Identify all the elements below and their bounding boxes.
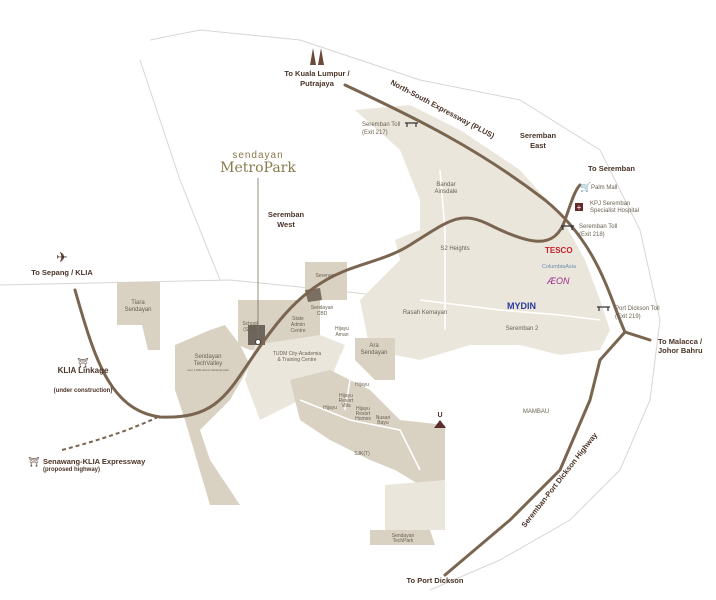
toll-exit-217: Seremban Toll (Exit 217) <box>362 122 418 136</box>
u-marker-label: U <box>437 412 442 419</box>
mydin-logo: MYDIN <box>507 301 536 311</box>
svg-text:State: State <box>292 316 304 322</box>
svg-text:Nusari: Nusari <box>376 415 390 421</box>
shopping-cart-icon: 🛒 <box>580 181 591 192</box>
direction-johor-bahru: Johor Bahru <box>658 346 703 355</box>
toll-exit-219: Port Dickson Toll (Exit 219) <box>597 306 660 320</box>
north-south-expressway <box>343 83 652 342</box>
sendayan-metropark-logo: sendayan MetroPark <box>220 150 296 345</box>
toll-icon <box>405 122 418 127</box>
svg-text:West: West <box>277 220 295 229</box>
landmark-palm-mall: Palm Mall <box>591 185 617 191</box>
place-labels: Bandar Ainsdale S2 Heights Rasah Kemayan… <box>124 182 539 544</box>
svg-text:School: School <box>242 321 257 327</box>
minor-roads <box>299 169 601 471</box>
svg-text:Ainsdale: Ainsdale <box>434 189 458 195</box>
svg-text:Centre: Centre <box>290 328 305 334</box>
airplane-icon: ✈ <box>56 249 68 265</box>
svg-text:Resort: Resort <box>339 398 354 404</box>
svg-text:Sendayan: Sendayan <box>311 305 334 311</box>
klia-linkage-label: KLIA Linkage <box>58 366 109 375</box>
svg-text:Seremban Toll: Seremban Toll <box>579 224 617 230</box>
svg-text:East: East <box>530 141 546 150</box>
svg-text:TechValley: TechValley <box>194 361 223 367</box>
landmark-kpj-hospital: Specialist Hospital <box>590 208 639 214</box>
svg-text:over 1,000 acres industrial pa: over 1,000 acres industrial park <box>187 368 229 372</box>
svg-text:SJK(T): SJK(T) <box>354 451 370 457</box>
columbia-asia-logo: ColumbiaAsia <box>542 264 577 270</box>
triangle-marker-icon <box>434 420 446 428</box>
svg-text:Sendayan: Sendayan <box>392 533 415 539</box>
svg-text:Bandar: Bandar <box>436 182 455 188</box>
svg-text:Tiara: Tiara <box>131 300 145 306</box>
toll-exit-218: Seremban Toll (Exit 218) <box>561 224 617 238</box>
svg-text:TechPark: TechPark <box>393 538 414 544</box>
svg-text:Rasah Kemayan: Rasah Kemayan <box>403 310 447 316</box>
direction-klia: To Sepang / KLIA <box>31 268 93 277</box>
spdh-label: Seremban-Port Dickson Highway <box>519 430 599 529</box>
svg-text:Seremban Toll: Seremban Toll <box>362 122 400 128</box>
region-seremban-west: Seremban West <box>268 210 305 229</box>
svg-text:Resort: Resort <box>356 411 371 417</box>
highway-icon: ⛩ <box>77 358 88 368</box>
kl-tower-icon <box>310 48 324 65</box>
svg-text:(Exit 217): (Exit 217) <box>362 130 388 136</box>
svg-text:Seremban: Seremban <box>268 210 305 219</box>
svg-text:Seremban: Seremban <box>520 131 557 140</box>
highway-icon: ⛩ <box>28 457 39 467</box>
svg-text:Seremban 2: Seremban 2 <box>506 326 539 332</box>
aeon-logo: ÆON <box>546 276 570 286</box>
svg-text:Hijayu: Hijayu <box>335 326 349 332</box>
direction-seremban: To Seremban <box>588 164 635 173</box>
svg-text:MetroPark: MetroPark <box>220 160 296 176</box>
klia-linkage-status: (under construction) <box>54 388 113 394</box>
senawang-klia-status: (proposed highway) <box>43 467 100 473</box>
svg-text:& Training Centre: & Training Centre <box>278 357 317 363</box>
svg-text:Sendayan: Sendayan <box>360 350 387 356</box>
svg-text:Admin: Admin <box>291 322 305 328</box>
toll-icon <box>561 225 574 230</box>
svg-text:Sendayan: Sendayan <box>124 307 151 313</box>
svg-text:S2 Heights: S2 Heights <box>440 246 469 252</box>
svg-text:(SPR): (SPR) <box>243 327 257 333</box>
svg-text:CBD: CBD <box>317 311 328 317</box>
svg-text:Villa: Villa <box>341 403 351 409</box>
svg-text:TUDM City-Academia: TUDM City-Academia <box>273 351 322 357</box>
svg-text:(Exit 218): (Exit 218) <box>579 232 605 238</box>
senawang-klia-label: Senawang-KLIA Expressway <box>43 457 146 466</box>
land-areas <box>117 105 610 545</box>
svg-text:Hijayu: Hijayu <box>339 393 353 399</box>
svg-text:(Exit 219): (Exit 219) <box>615 314 641 320</box>
direction-kl: To Kuala Lumpur / <box>284 69 350 78</box>
region-mambau: MAMBAU <box>523 409 549 415</box>
seremban-port-dickson-highway <box>443 330 627 577</box>
svg-text:Hijayu: Hijayu <box>356 406 370 412</box>
svg-text:Aman: Aman <box>335 332 348 338</box>
direction-malacca: To Malacca / <box>658 337 703 346</box>
direction-putrajaya: Putrajaya <box>300 79 335 88</box>
metropark-location-marker <box>255 339 261 345</box>
tesco-logo: TESCO <box>545 246 573 255</box>
toll-icon <box>597 306 610 311</box>
svg-text:Hijayu: Hijayu <box>323 405 337 411</box>
landmark-kpj: KPJ Seremban <box>590 201 630 207</box>
svg-text:Bayu: Bayu <box>377 420 389 426</box>
senawang-klia-expressway-proposed <box>61 416 159 451</box>
region-seremban-east: Seremban East <box>520 131 557 150</box>
svg-text:Sendayan: Sendayan <box>194 354 221 360</box>
svg-text:Hijayu: Hijayu <box>355 382 369 388</box>
direction-port-dickson: To Port Dickson <box>407 576 464 585</box>
svg-text:Homes: Homes <box>355 416 371 422</box>
svg-text:Port Dickson Toll: Port Dickson Toll <box>615 306 660 312</box>
svg-text:sendayan: sendayan <box>232 150 283 161</box>
sendayan-main-road <box>73 183 582 419</box>
svg-text:Ara: Ara <box>369 343 379 349</box>
hospital-icon <box>575 203 583 211</box>
svg-text:Serenan: Serenan <box>316 273 335 279</box>
hospital-cross: + <box>577 203 582 212</box>
